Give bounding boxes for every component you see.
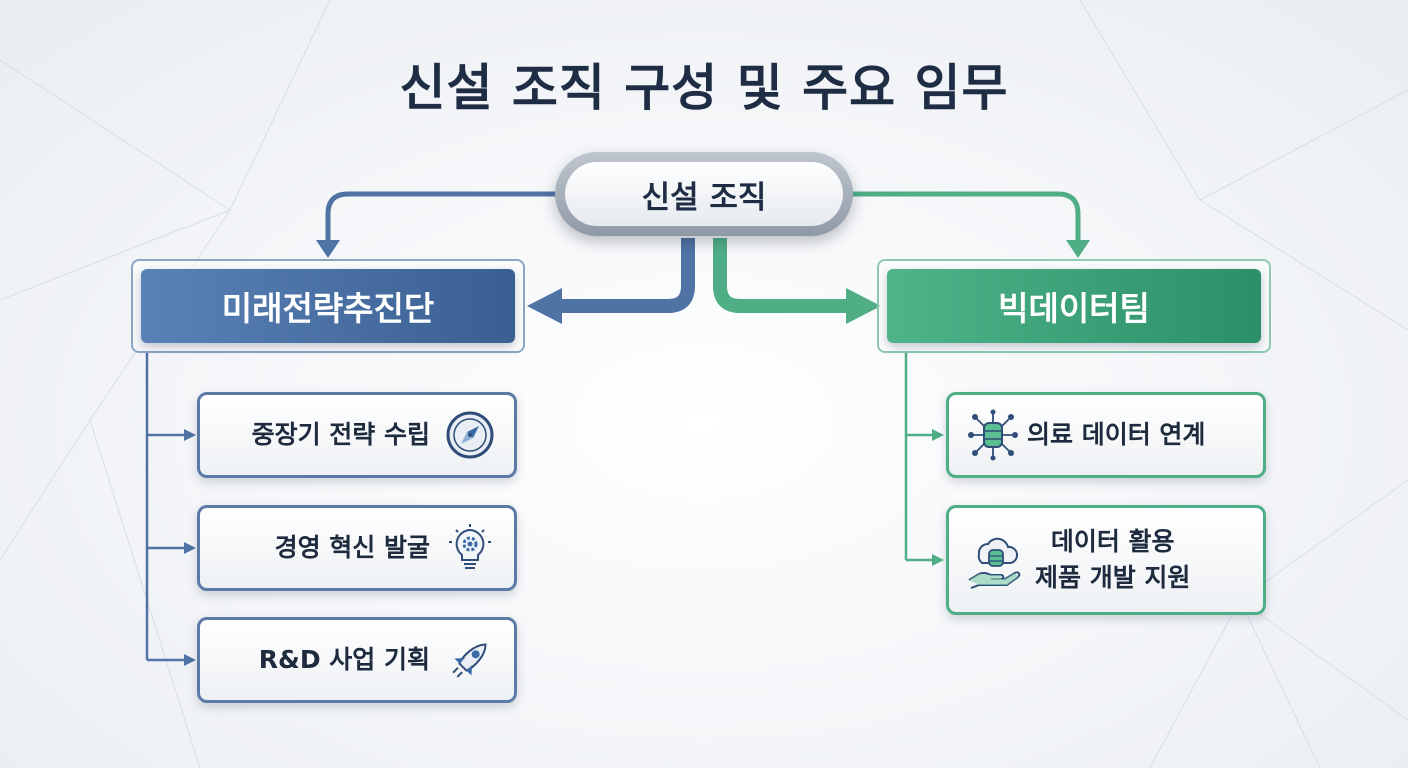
compass-icon bbox=[444, 409, 496, 461]
database-network-icon bbox=[965, 409, 1018, 461]
right-task-2-label: 데이터 활용 제품 개발 지원 bbox=[1035, 524, 1190, 596]
left-task-1-label: 중장기 전략 수립 bbox=[251, 420, 430, 449]
left-task-2-label: 경영 혁신 발굴 bbox=[274, 533, 430, 562]
root-to-left-main-arrow bbox=[556, 238, 695, 313]
right-task-2-label-line2: 제품 개발 지원 bbox=[1035, 563, 1191, 592]
left-task-3: R&D 사업 기획 bbox=[197, 617, 517, 703]
root-to-right-main-arrow bbox=[713, 238, 852, 313]
left-task-2: 경영 혁신 발굴 bbox=[197, 505, 517, 591]
root-to-left-top-arrow bbox=[325, 191, 556, 244]
left-task-3-label: R&D 사업 기획 bbox=[258, 645, 430, 674]
cloud-database-hand-icon bbox=[965, 530, 1025, 590]
root-node-label: 신설 조직 bbox=[565, 162, 843, 226]
left-task-1: 중장기 전략 수립 bbox=[197, 392, 517, 478]
rocket-icon bbox=[444, 634, 496, 686]
left-branch-node: 미래전략추진단 bbox=[141, 269, 515, 343]
lightbulb-gear-icon bbox=[444, 522, 496, 574]
right-branch-node: 빅데이터팀 bbox=[887, 269, 1261, 343]
page-title: 신설 조직 구성 및 주요 임무 bbox=[399, 59, 1009, 117]
right-task-2-label-line1: 데이터 활용 bbox=[1050, 527, 1175, 556]
right-task-2: 데이터 활용 제품 개발 지원 bbox=[946, 505, 1266, 615]
right-task-1-label: 의료 데이터 연계 bbox=[1027, 420, 1206, 449]
right-task-1: 의료 데이터 연계 bbox=[946, 392, 1266, 478]
root-to-right-top-arrow bbox=[852, 191, 1081, 244]
root-node: 신설 조직 bbox=[555, 152, 853, 236]
